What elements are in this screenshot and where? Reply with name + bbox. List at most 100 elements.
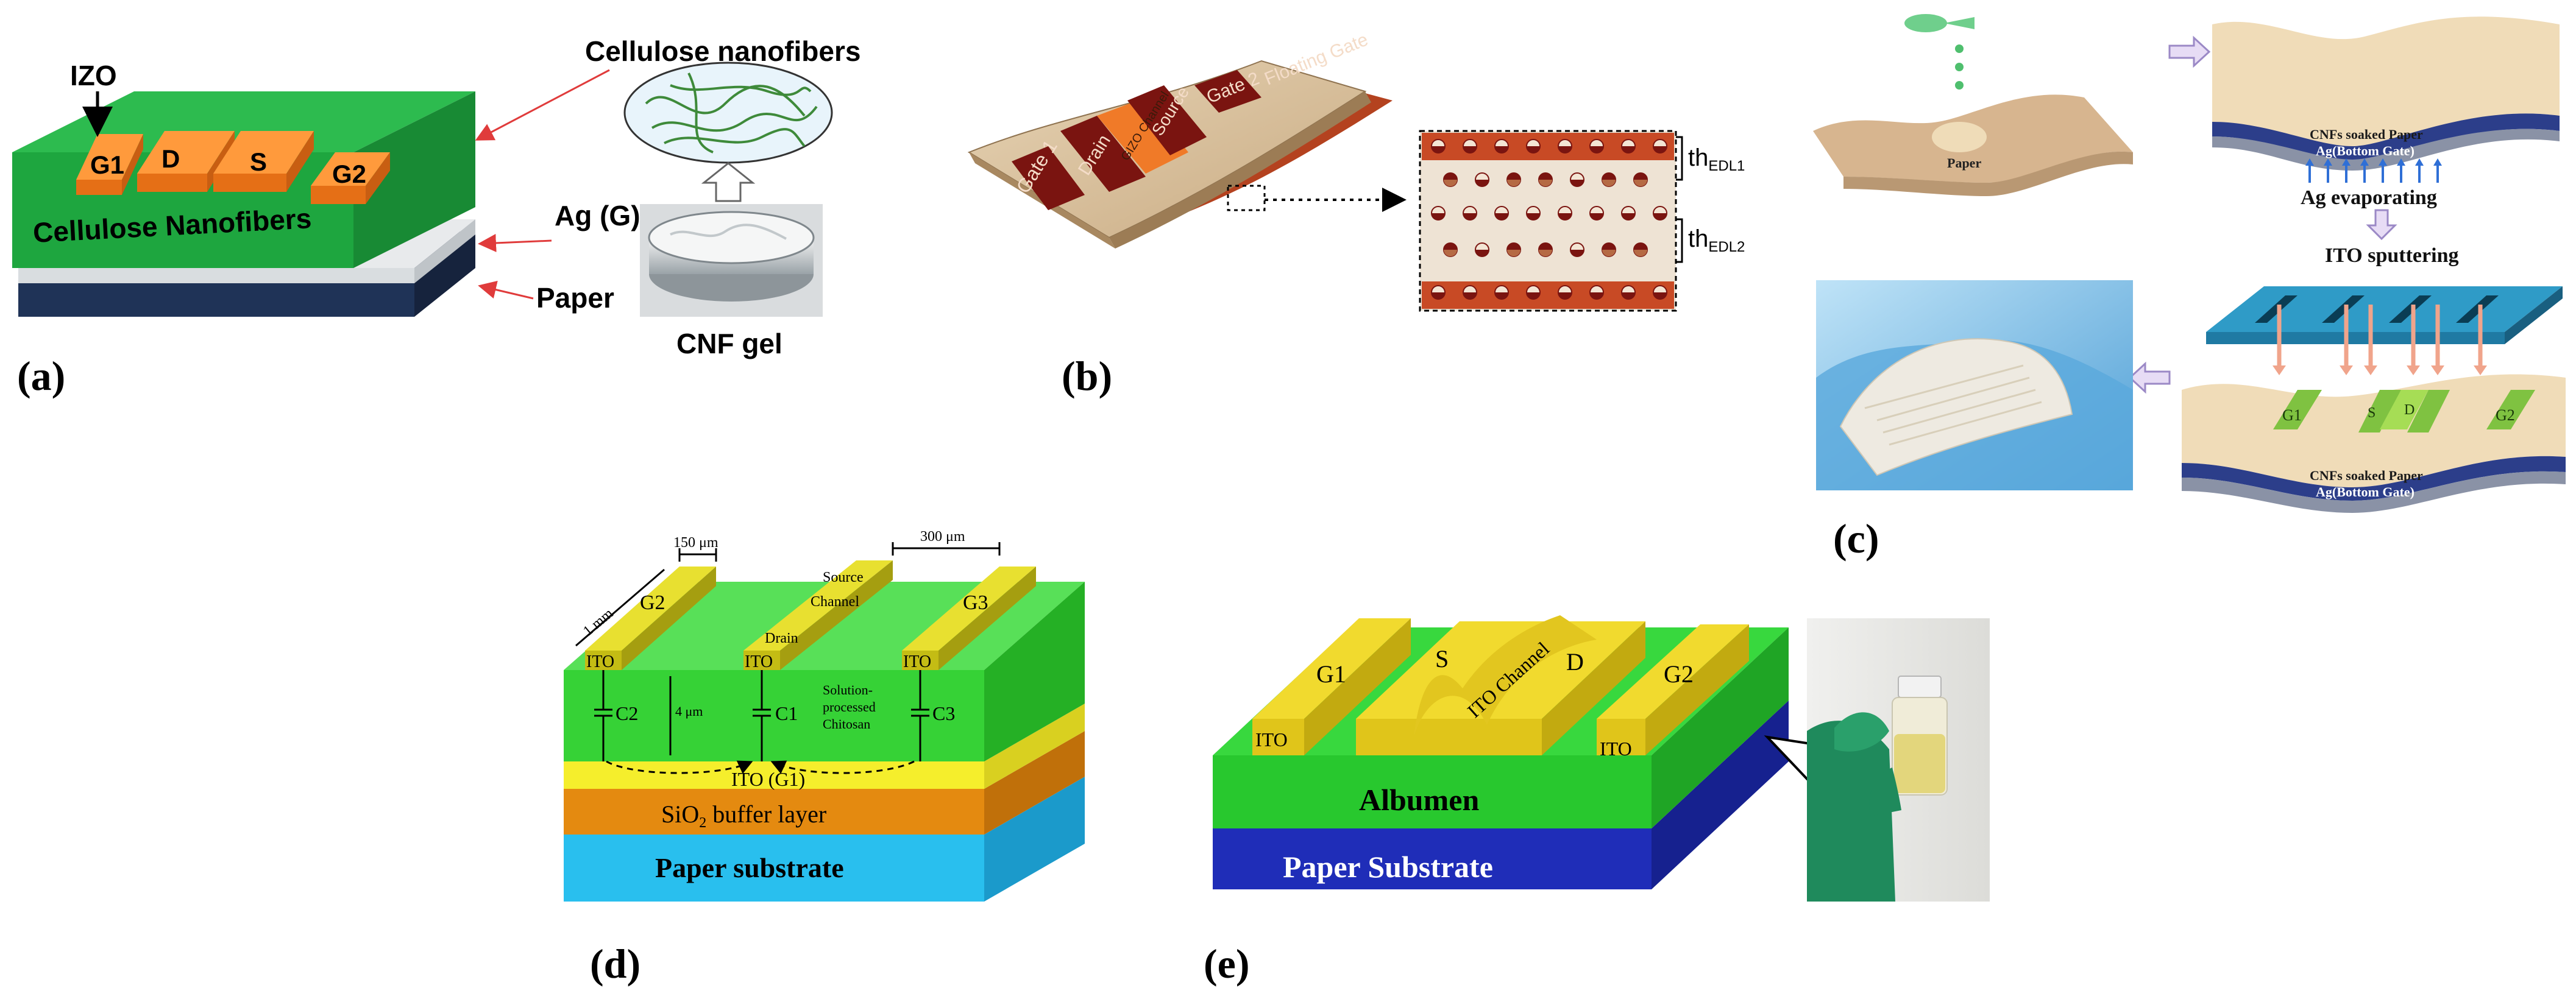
ion-icon — [1475, 242, 1489, 257]
ion-icon — [1463, 139, 1477, 154]
ion-icon — [1633, 242, 1648, 257]
d-c3-label: C3 — [932, 702, 955, 724]
ion-icon — [1558, 139, 1572, 154]
ion-icon — [1431, 206, 1446, 221]
ion-icon — [1494, 285, 1509, 300]
callout-paper: Paper — [536, 282, 614, 314]
ito-sputtering-label: ITO sputtering — [2325, 244, 2458, 267]
sputter-arrowhead — [2340, 365, 2353, 375]
cnf-gel-caption: CNF gel — [676, 328, 782, 359]
d-source-electrode — [743, 560, 893, 670]
d-chitosan-line3: Chitosan — [823, 716, 870, 732]
izo-label: IZO — [70, 60, 117, 91]
electrode-s-label: S — [250, 147, 267, 176]
d-g2-electrode — [585, 567, 716, 670]
e-electrodes — [1252, 615, 1749, 755]
ion-icon — [1621, 139, 1636, 154]
panel-b: Gate 1 Drain GIZO Channel Source Gate 2 … — [967, 29, 1745, 399]
sputter-arrowhead — [2273, 365, 2286, 375]
callout-ag: Ag (G) — [555, 200, 640, 231]
dropper-icon — [1904, 14, 1975, 90]
d-dim-4um: 4 μm — [675, 704, 703, 719]
ion-icon — [1570, 172, 1584, 187]
evaporation-arrowhead — [2433, 158, 2442, 166]
panel-b-label: (b) — [1062, 353, 1112, 399]
electrodes-a — [76, 131, 390, 204]
evaporation-arrowhead — [2305, 158, 2314, 166]
e-channel-electrode — [1356, 615, 1645, 755]
d-g3-electrode — [902, 567, 1036, 670]
bottom-gate-label: Ag(Bottom Gate) — [2316, 143, 2415, 158]
callout-cnf: Cellulose nanofibers — [585, 35, 860, 67]
e-g1-electrode — [1252, 618, 1411, 755]
d-chitosan-line2: processed — [823, 699, 876, 715]
panel-e-label: (e) — [1204, 941, 1249, 987]
e-g2-label: G2 — [1664, 660, 1694, 688]
ion-icon — [1538, 242, 1553, 257]
bottom-gate-label-2: Ag(Bottom Gate) — [2316, 484, 2415, 500]
evaporation-arrowhead — [2397, 158, 2405, 166]
ion-icon — [1506, 172, 1521, 187]
ion-icon — [1589, 285, 1604, 300]
ion-icon — [1589, 206, 1604, 221]
sputter-arrowhead — [2364, 365, 2377, 375]
d-ito-right: ITO — [903, 652, 931, 671]
e-g1-label: G1 — [1316, 660, 1346, 688]
e-paper-layer — [1213, 701, 1789, 889]
zoom-source-box — [1227, 185, 1266, 211]
process-arrow-right-icon — [2168, 35, 2211, 68]
ion-icon — [1463, 206, 1477, 221]
e-paper-label: Paper Substrate — [1283, 850, 1493, 884]
albumen-vial-photo — [1807, 618, 1990, 902]
ion-icon — [1463, 285, 1477, 300]
d-dim-150: 150 μm — [673, 535, 719, 551]
soaked-label: CNFs soaked Paper — [2310, 127, 2423, 142]
ito-sputter-arrows — [2273, 305, 2487, 375]
d-ito-g1-label: ITO (G1) — [731, 768, 805, 790]
ion-icon — [1526, 206, 1541, 221]
e-ito-left: ITO — [1255, 729, 1288, 750]
source-electrode — [1127, 85, 1207, 155]
ion-icon — [1475, 172, 1489, 187]
edl1-label: thEDL1 — [1688, 144, 1745, 174]
flexible-device-photo — [1816, 280, 2133, 490]
panel-e: G1 S D G2 ITO Channel ITO ITO Albumen Pa… — [1204, 615, 1990, 987]
ion-icon — [1431, 139, 1446, 154]
electrode-g2-label: G2 — [332, 160, 366, 188]
evaporation-arrowhead — [2324, 158, 2332, 166]
ion-icon — [1653, 206, 1667, 221]
panel-a-label: (a) — [17, 353, 65, 399]
ion-icon — [1653, 285, 1667, 300]
callout-ag-arrow — [478, 233, 552, 252]
electrode-g2 — [311, 152, 390, 204]
panel-a: G1 D S G2 IZO Cellulose Nanofibers Cellu… — [12, 35, 860, 399]
evaporation-arrowhead — [2415, 158, 2424, 166]
ion-icon — [1602, 172, 1616, 187]
up-arrow-icon — [701, 162, 756, 202]
evaporation-arrowhead — [2379, 158, 2387, 166]
c-g2-label: G2 — [2496, 406, 2515, 424]
electrode-g1 — [76, 134, 143, 195]
d-dimensions — [575, 542, 1001, 755]
electrode-d-label: D — [161, 144, 180, 173]
ion-icon — [1558, 285, 1572, 300]
d-capacitors — [594, 670, 929, 761]
process-arrow-left-icon — [2128, 361, 2171, 394]
gate2-electrode — [1194, 70, 1261, 113]
ion-icon — [1506, 242, 1521, 257]
soaked-paper-top — [2212, 16, 2560, 171]
ion-icon — [1443, 242, 1458, 257]
d-channel-label: Channel — [811, 594, 859, 610]
evaporation-arrowhead — [2360, 158, 2369, 166]
ion-icon — [1558, 206, 1572, 221]
e-g2-electrode — [1597, 624, 1749, 755]
ion-icon — [1589, 139, 1604, 154]
e-d-label: D — [1566, 648, 1584, 676]
sputter-arrowhead — [2407, 365, 2420, 375]
d-c1-label: C1 — [775, 702, 798, 724]
evaporation-arrowhead — [2342, 158, 2351, 166]
soaked-label-2: CNFs soaked Paper — [2310, 468, 2423, 483]
gizo-channel — [1097, 97, 1188, 174]
e-ito-right: ITO — [1600, 738, 1632, 760]
